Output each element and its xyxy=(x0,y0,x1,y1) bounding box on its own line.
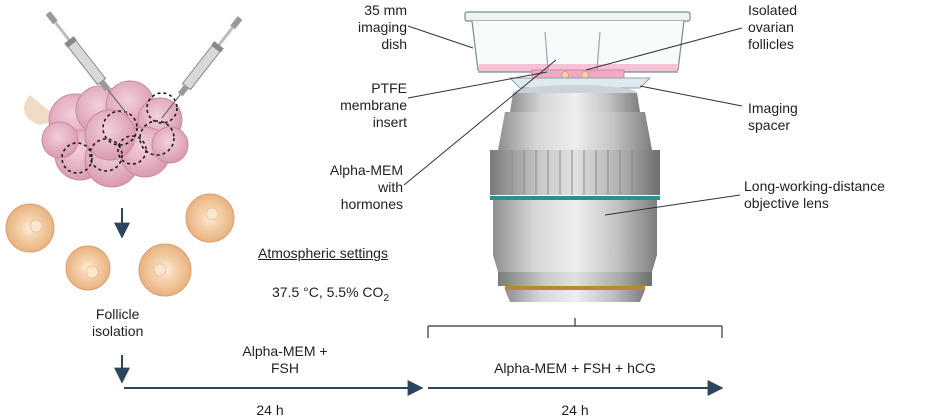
objective-lens xyxy=(490,85,660,302)
syringe-icon xyxy=(45,11,129,116)
atmos-title: Atmospheric settings xyxy=(258,245,388,261)
follicle-icon xyxy=(138,243,192,297)
duration-1: 24 h xyxy=(256,402,284,418)
follicle-icon xyxy=(185,193,235,243)
follicle-icon xyxy=(5,203,55,253)
timeline xyxy=(114,355,724,396)
duration-2: 24 h xyxy=(561,402,589,418)
ovary-illustration xyxy=(24,80,189,188)
leader-lines xyxy=(403,25,743,216)
imaging-dish xyxy=(464,11,691,89)
phase1-label: Alpha-MEM +FSH xyxy=(242,343,328,376)
syringe-icon xyxy=(161,16,243,119)
follicle-icon xyxy=(65,245,111,291)
atmos-value: 37.5 °C, 5.5% CO2 xyxy=(272,284,389,304)
phase2-label: Alpha-MEM + FSH + hCG xyxy=(494,360,656,376)
bracket xyxy=(427,318,723,338)
